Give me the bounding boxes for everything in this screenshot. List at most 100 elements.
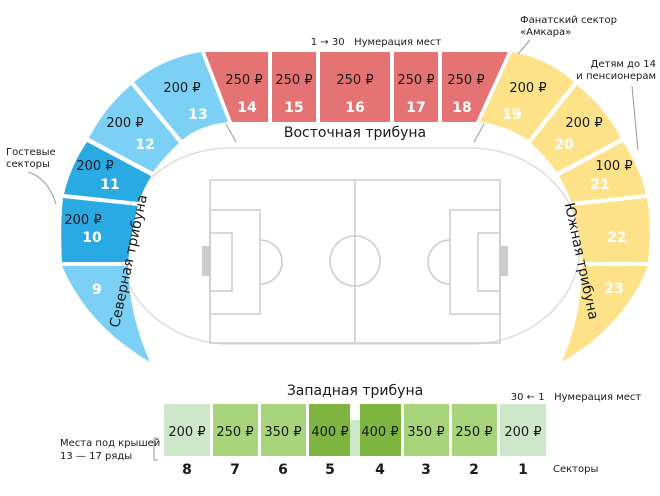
west-sector-8-price: 200 ₽ [168, 425, 205, 440]
left-goal-area [209, 232, 233, 292]
east-sector-14-price: 250 ₽ [225, 73, 262, 88]
east-sector-18-number: 18 [452, 100, 471, 116]
roof-note-line1: Места под крышей [60, 438, 160, 449]
east-stand-label: Восточная трибуна [284, 125, 426, 141]
north-sector-13-shape[interactable] [134, 52, 228, 140]
north-sector-12-number: 12 [135, 137, 154, 153]
right-penalty-arc [427, 239, 451, 285]
south-sector-23-number: 23 [604, 281, 623, 297]
south-sector-20-number: 20 [554, 137, 574, 153]
east-seat-numbering: 1 → 30 Нумерация мест [311, 37, 442, 48]
fan-sector-leader [517, 39, 531, 55]
north-sector-12-price: 200 ₽ [106, 116, 143, 131]
roof-note-line2: 13 — 17 ряды [60, 451, 132, 462]
right-goal [500, 246, 508, 276]
west-sector-2-price: 250 ₽ [455, 425, 492, 440]
center-circle [329, 235, 381, 287]
east-sector-18-shape[interactable] [442, 52, 508, 122]
west-sector-8-shape[interactable] [164, 404, 210, 456]
west-seat-numbering: 30 ← 1 Нумерация мест [511, 392, 642, 403]
west-sector-1-number: 1 [518, 462, 528, 478]
north-sector-12-shape[interactable] [89, 85, 179, 172]
south-sector-22-shape[interactable] [572, 198, 650, 262]
west-stand-label: Западная трибуна [287, 383, 423, 399]
west-sector-5-number: 5 [325, 462, 335, 478]
guest-sectors-note-line2: секторы [6, 159, 50, 170]
west-sector-7-shape[interactable] [213, 404, 258, 456]
north-sector-9-shape[interactable] [62, 266, 150, 362]
north-sector-10-shape[interactable] [61, 198, 139, 262]
south-sector-23-shape[interactable] [562, 266, 648, 362]
south-sector-21-shape[interactable] [559, 142, 646, 202]
east-sector-16-shape[interactable] [320, 52, 390, 122]
running-track [119, 147, 581, 345]
north-sector-11-number: 11 [100, 177, 119, 193]
east-sector-15-shape[interactable] [272, 52, 316, 122]
west-sector-5-price: 400 ₽ [311, 425, 348, 440]
west-sector-3-shape[interactable] [404, 404, 449, 456]
east-sector-17-shape[interactable] [394, 52, 438, 122]
east-sector-14-number: 14 [237, 100, 257, 116]
left-penalty-arc [259, 239, 283, 285]
south-sector-22-number: 22 [607, 230, 626, 246]
west-sector-8-number: 8 [182, 462, 192, 478]
south-sector-19-number: 19 [502, 107, 521, 123]
east-left-divider [225, 123, 237, 143]
west-sector-3-price: 350 ₽ [407, 425, 444, 440]
east-sector-18-price: 250 ₽ [447, 73, 484, 88]
west-sector-1-shape[interactable] [500, 404, 546, 456]
sectors-label: Секторы [553, 464, 598, 475]
south-sector-19-shape[interactable] [480, 52, 574, 140]
east-stand: 250 ₽ 14 250 ₽ 15 250 ₽ 16 250 ₽ 17 250 … [205, 37, 508, 143]
fan-sector-note-line2: «Амкара» [520, 27, 571, 38]
north-sector-9-number: 9 [92, 282, 102, 298]
west-sector-7-price: 250 ₽ [216, 425, 253, 440]
north-sector-11-shape[interactable] [64, 142, 151, 202]
left-penalty-area [209, 209, 261, 315]
west-sector-6-number: 6 [278, 462, 288, 478]
pitch [119, 147, 581, 345]
fan-sector-note-line1: Фанатский сектор [520, 15, 617, 26]
north-sector-13-number: 13 [188, 107, 207, 123]
east-sector-16-number: 16 [345, 100, 364, 116]
south-sector-19-price: 200 ₽ [509, 81, 546, 96]
north-sector-11-price: 200 ₽ [76, 159, 113, 174]
west-sector-5-shape[interactable] [309, 404, 350, 456]
kids-leader [631, 85, 639, 151]
east-sector-14-shape[interactable] [205, 52, 268, 122]
east-right-divider [473, 123, 485, 143]
kids-note-line2: и пенсионерам [576, 71, 656, 82]
south-sector-20-shape[interactable] [531, 85, 621, 172]
west-sector-7-number: 7 [230, 462, 240, 478]
west-sector-6-shape[interactable] [261, 404, 306, 456]
west-sector-2-number: 2 [469, 462, 479, 478]
north-sector-10-price: 200 ₽ [64, 213, 101, 228]
east-sector-17-price: 250 ₽ [397, 73, 434, 88]
south-sector-21-price: 100 ₽ [595, 159, 632, 174]
west-sector-4-price: 400 ₽ [361, 425, 398, 440]
west-sector-3-number: 3 [421, 462, 431, 478]
south-stand: 200 ₽ 19 200 ₽ 20 100 ₽ 21 22 23 Южная т… [480, 15, 656, 362]
north-sector-13-price: 200 ₽ [163, 81, 200, 96]
west-sector-4-number: 4 [375, 462, 385, 478]
east-sector-16-price: 250 ₽ [336, 73, 373, 88]
guest-sectors-leader [27, 171, 57, 205]
south-sector-21-number: 21 [590, 177, 609, 193]
left-goal [202, 246, 210, 276]
west-sector-1-price: 200 ₽ [504, 425, 541, 440]
east-sector-15-number: 15 [284, 100, 303, 116]
guest-sectors-note-line1: Гостевые [6, 147, 56, 158]
roof-bracket [153, 437, 158, 461]
right-penalty-area [449, 209, 501, 315]
west-stand: Западная трибуна 30 ← 1 Нумерация мест 2… [60, 383, 641, 478]
right-goal-area [477, 232, 501, 292]
south-sector-20-price: 200 ₽ [565, 116, 602, 131]
west-sector-4-shape[interactable] [360, 404, 401, 456]
west-sector-6-price: 350 ₽ [264, 425, 301, 440]
north-stand: 200 ₽ 13 200 ₽ 12 200 ₽ 11 200 ₽ 10 9 Се… [6, 52, 228, 362]
west-sector-gap [350, 420, 360, 456]
west-sector-2-shape[interactable] [452, 404, 497, 456]
east-sector-15-price: 250 ₽ [275, 73, 312, 88]
